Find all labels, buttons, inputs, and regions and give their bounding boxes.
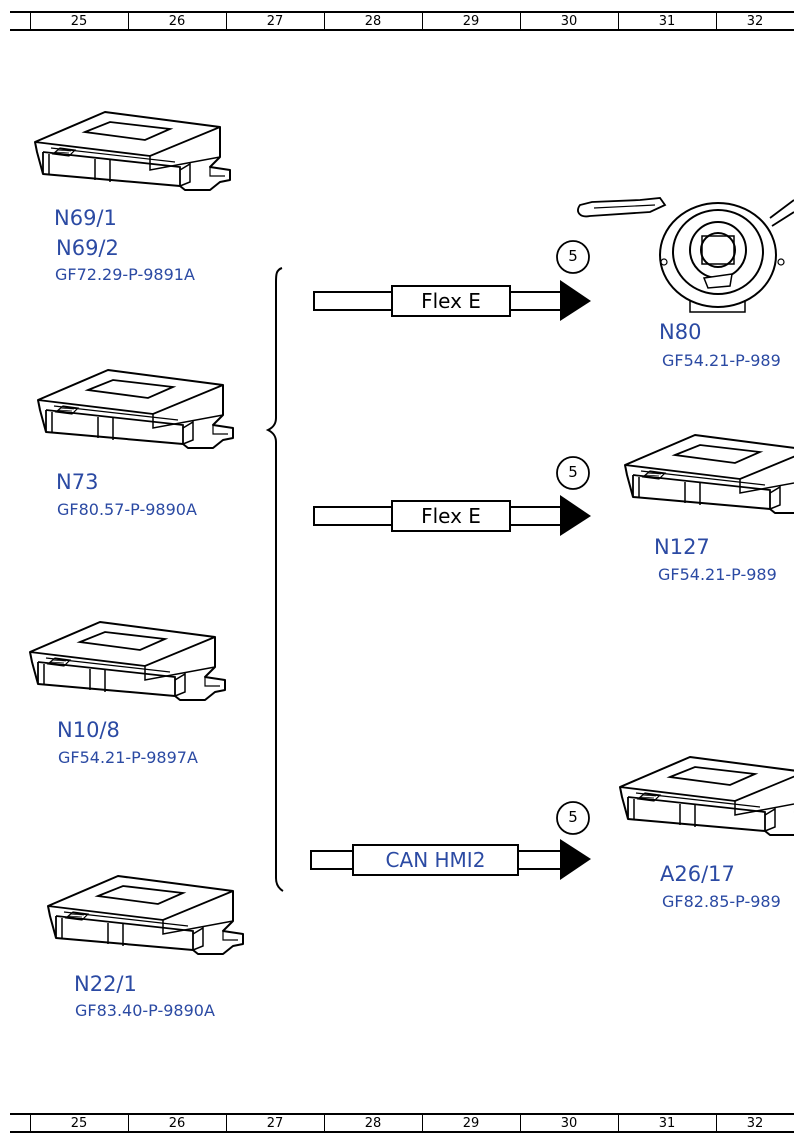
ruler-tick [618,13,619,29]
module-id: N69/2 [56,236,119,260]
bus-line-can-hmi2 [310,801,591,880]
module-ref: GF54.21-P-989 [662,351,781,370]
ruler-tick [226,13,227,29]
module-id: N69/1 [54,206,117,230]
group-brace [265,267,284,892]
module-ref: GF54.21-P-9897A [58,748,198,767]
ruler-tick [324,1115,325,1131]
ruler-number: 30 [560,1116,578,1131]
ruler-tick [128,13,129,29]
ruler-number: 28 [364,1116,382,1131]
module-id: N80 [659,320,702,344]
module-id: N10/8 [57,718,120,742]
column-ruler-top: 25 26 27 28 29 30 31 32 [10,11,794,31]
bus-line-flex-e-2 [313,456,591,536]
ruler-tick [716,1115,717,1131]
module-id: N127 [654,535,710,559]
ruler-tick [422,13,423,29]
circled-marker: 5 [568,247,578,265]
ruler-number: 25 [70,1116,88,1131]
module-id: N73 [56,470,99,494]
control-unit-icon [37,369,234,449]
ruler-number: 27 [266,14,284,29]
ruler-number: 31 [658,1116,676,1131]
module-ref: GF82.85-P-989 [662,892,781,911]
ruler-number: 29 [462,1116,480,1131]
bus-line-flex-e-1 [313,240,591,321]
ruler-tick [128,1115,129,1131]
control-unit-icon [29,621,226,701]
module-ref: GF83.40-P-9890A [75,1001,215,1020]
steering-column-switch-icon [577,197,794,313]
ruler-tick [520,1115,521,1131]
control-unit-icon [47,875,244,955]
ruler-number: 30 [560,14,578,29]
ruler-tick [422,1115,423,1131]
module-ref: GF72.29-P-9891A [55,265,195,284]
circled-marker: 5 [568,463,578,481]
ruler-number: 32 [746,14,764,29]
ruler-tick [30,13,31,29]
module-id: N22/1 [74,972,137,996]
ruler-number: 27 [266,1116,284,1131]
bus-label: CAN HMI2 [385,848,486,872]
ruler-tick [618,1115,619,1131]
bus-label: Flex E [421,289,481,313]
ruler-number: 32 [746,1116,764,1131]
circled-marker: 5 [568,808,578,826]
control-unit-icon [619,756,794,836]
ruler-number: 26 [168,14,186,29]
module-ref: GF54.21-P-989 [658,565,777,584]
ruler-number: 29 [462,14,480,29]
ruler-number: 31 [658,14,676,29]
ruler-tick [716,13,717,29]
control-unit-icon [34,111,231,191]
ruler-tick [520,13,521,29]
bus-label: Flex E [421,504,481,528]
ruler-tick [30,1115,31,1131]
control-unit-icon [624,434,794,514]
ruler-number: 25 [70,14,88,29]
ruler-number: 26 [168,1116,186,1131]
ruler-number: 28 [364,14,382,29]
column-ruler-bottom: 25 26 27 28 29 30 31 32 [10,1113,794,1133]
ruler-tick [226,1115,227,1131]
module-id: A26/17 [660,862,735,886]
ruler-tick [324,13,325,29]
module-ref: GF80.57-P-9890A [57,500,197,519]
